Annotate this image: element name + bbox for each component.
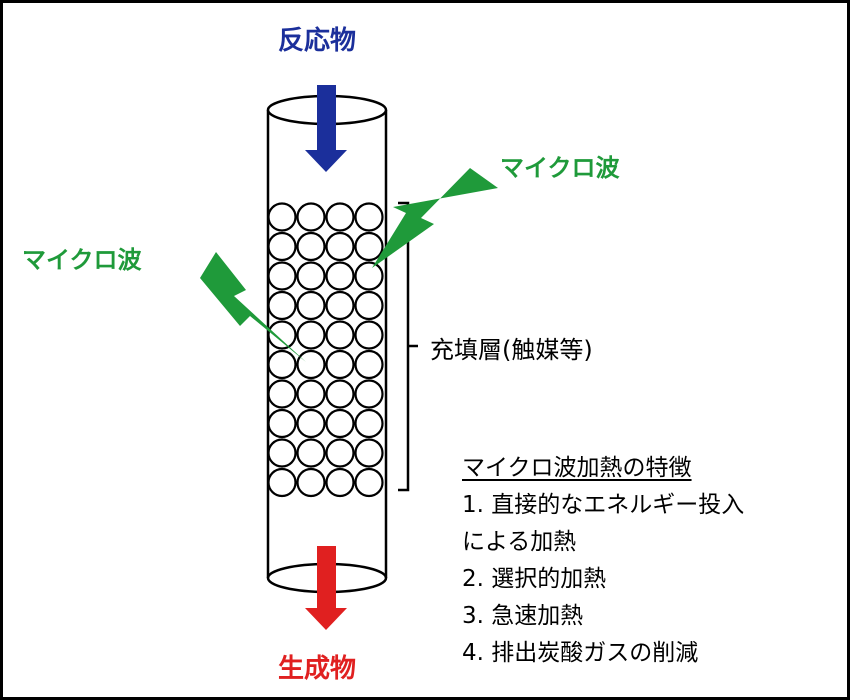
catalyst-sphere xyxy=(296,408,326,439)
catalyst-sphere xyxy=(325,202,355,232)
features-item: 4. 排出炭酸ガスの削減 xyxy=(462,640,699,666)
packed-bed-bracket xyxy=(398,201,418,492)
catalyst-sphere xyxy=(267,290,297,321)
microwave-label-right: マイクロ波 xyxy=(500,154,620,182)
catalyst-sphere xyxy=(267,320,297,350)
catalyst-sphere xyxy=(296,261,326,291)
catalyst-sphere xyxy=(296,379,326,409)
catalyst-sphere xyxy=(267,349,297,380)
arrow-down-icon xyxy=(305,85,347,172)
reactant-label: 反応物 xyxy=(278,26,357,56)
features-item: による加熱 xyxy=(462,529,577,555)
catalyst-sphere xyxy=(354,202,384,232)
catalyst-sphere xyxy=(325,438,355,468)
catalyst-sphere xyxy=(354,261,384,291)
packed-bed-label: 充填層(触媒等) xyxy=(430,336,593,364)
catalyst-sphere xyxy=(354,467,384,498)
features-list: 1. 直接的なエネルギー投入 による加熱 2. 選択的加熱 3. 急速加熱 4.… xyxy=(462,487,744,672)
catalyst-sphere xyxy=(354,290,384,321)
catalyst-sphere xyxy=(267,202,297,232)
packed-bed-spheres xyxy=(267,202,384,498)
features-item: 1. 直接的なエネルギー投入 xyxy=(462,492,745,518)
catalyst-sphere xyxy=(267,438,297,468)
catalyst-sphere xyxy=(267,467,297,498)
catalyst-sphere xyxy=(325,231,355,262)
product-label: 生成物 xyxy=(278,654,357,684)
catalyst-sphere xyxy=(267,231,297,262)
catalyst-sphere xyxy=(296,438,326,468)
catalyst-sphere xyxy=(354,438,384,468)
catalyst-sphere xyxy=(325,349,355,380)
catalyst-sphere xyxy=(296,290,326,321)
features-item: 3. 急速加熱 xyxy=(462,603,584,629)
catalyst-sphere xyxy=(325,261,355,291)
features-box: マイクロ波加熱の特徴 1. 直接的なエネルギー投入 による加熱 2. 選択的加熱… xyxy=(462,450,744,672)
catalyst-sphere xyxy=(296,320,326,350)
catalyst-sphere xyxy=(267,261,297,291)
arrow-down-icon xyxy=(305,546,347,630)
catalyst-sphere xyxy=(354,320,384,350)
catalyst-sphere xyxy=(354,408,384,439)
catalyst-sphere xyxy=(296,349,326,380)
catalyst-sphere xyxy=(325,320,355,350)
features-title: マイクロ波加熱の特徴 xyxy=(462,455,692,481)
catalyst-sphere xyxy=(325,467,355,498)
catalyst-sphere xyxy=(267,379,297,409)
catalyst-sphere xyxy=(296,231,326,262)
catalyst-sphere xyxy=(296,202,326,232)
catalyst-sphere xyxy=(325,408,355,439)
lightning-bolt-icon xyxy=(200,252,306,362)
catalyst-sphere xyxy=(354,349,384,380)
catalyst-sphere xyxy=(354,231,384,262)
catalyst-sphere xyxy=(325,290,355,321)
catalyst-sphere xyxy=(354,379,384,409)
catalyst-sphere xyxy=(296,467,326,498)
catalyst-sphere xyxy=(267,408,297,439)
lightning-bolt-icon xyxy=(372,168,498,268)
microwave-label-left: マイクロ波 xyxy=(22,246,142,274)
catalyst-sphere xyxy=(325,379,355,409)
features-item: 2. 選択的加熱 xyxy=(462,566,607,592)
